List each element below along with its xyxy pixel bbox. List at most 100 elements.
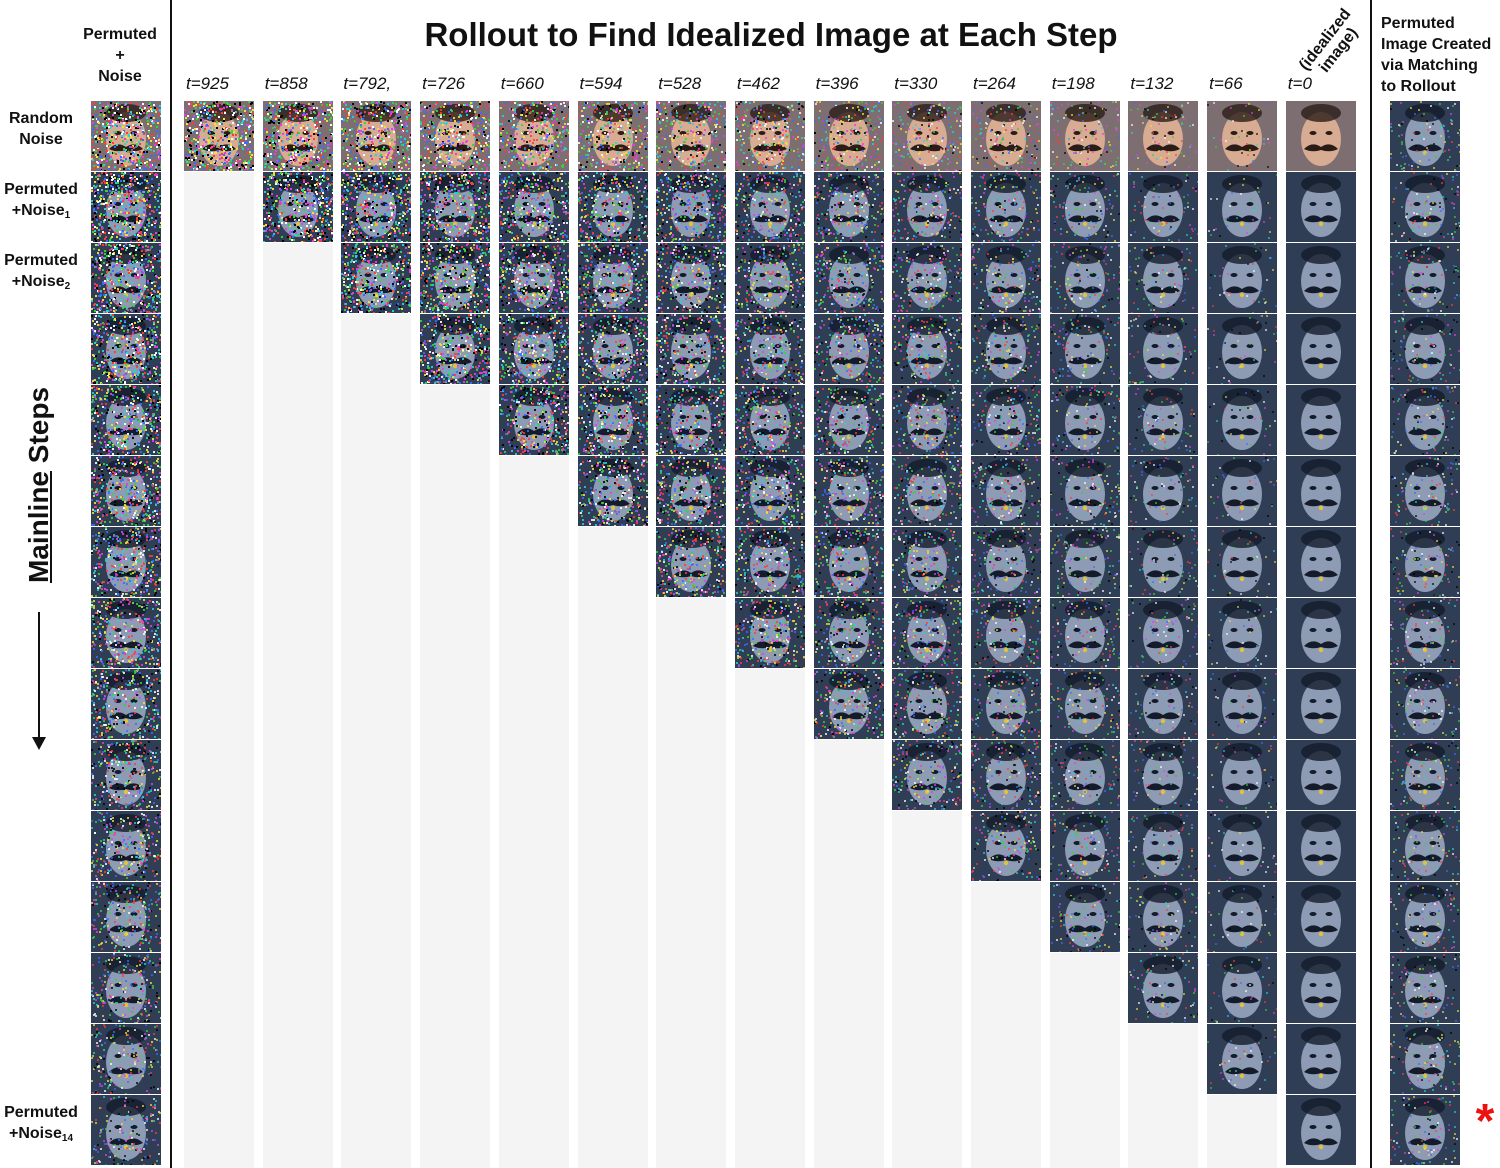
rollout-image bbox=[1128, 243, 1198, 313]
empty-column-area bbox=[814, 740, 884, 1168]
rollout-image bbox=[892, 243, 962, 313]
row-label-prefix: +Noise bbox=[12, 273, 65, 290]
rollout-image bbox=[1128, 527, 1198, 597]
permuted-noise-image bbox=[91, 385, 161, 455]
rollout-image bbox=[1207, 598, 1277, 668]
idealized-image-label: (idealized image) bbox=[1282, 4, 1372, 76]
rollout-image bbox=[1128, 953, 1198, 1023]
right-header-line: Image Created bbox=[1381, 34, 1500, 55]
rollout-image bbox=[1128, 385, 1198, 455]
timestep-label: t=594 bbox=[580, 74, 660, 94]
rollout-image bbox=[735, 101, 805, 171]
right-divider bbox=[1370, 0, 1372, 1168]
matched-permuted-image bbox=[1390, 811, 1460, 881]
rollout-image bbox=[1207, 101, 1277, 171]
rollout-image bbox=[1286, 101, 1356, 171]
row-label-line: Noise bbox=[0, 129, 82, 150]
permuted-noise-image bbox=[91, 527, 161, 597]
rollout-image bbox=[656, 385, 726, 455]
rollout-image bbox=[1286, 172, 1356, 242]
rollout-image bbox=[1050, 172, 1120, 242]
permuted-noise-image bbox=[91, 811, 161, 881]
row-label-line: Random bbox=[0, 108, 82, 129]
left-header-line: Permuted bbox=[74, 24, 166, 45]
row-label-permuted-noise-14: Permuted +Noise14 bbox=[0, 1102, 82, 1144]
rollout-image bbox=[1050, 456, 1120, 526]
timestep-label: t=792, bbox=[343, 74, 423, 94]
rollout-image bbox=[971, 669, 1041, 739]
row-label-permuted-noise-2: Permuted +Noise2 bbox=[0, 250, 82, 292]
permuted-noise-image bbox=[91, 1095, 161, 1165]
empty-column-area bbox=[341, 314, 411, 1168]
rollout-image bbox=[499, 101, 569, 171]
red-asterisk-marker: * bbox=[1468, 1098, 1500, 1146]
rollout-image bbox=[578, 172, 648, 242]
rollout-image bbox=[263, 172, 333, 242]
row-label-permuted-noise-1: Permuted +Noise1 bbox=[0, 179, 82, 221]
rollout-image bbox=[735, 598, 805, 668]
rollout-image bbox=[1050, 669, 1120, 739]
empty-column-area bbox=[1128, 1024, 1198, 1168]
rollout-image bbox=[814, 527, 884, 597]
rollout-image bbox=[1128, 314, 1198, 384]
rollout-image bbox=[1286, 811, 1356, 881]
empty-column-area bbox=[184, 172, 254, 1168]
rollout-image bbox=[578, 314, 648, 384]
rollout-image bbox=[656, 172, 726, 242]
rollout-image bbox=[892, 314, 962, 384]
rollout-image bbox=[1128, 456, 1198, 526]
rollout-image bbox=[735, 172, 805, 242]
rollout-image bbox=[499, 243, 569, 313]
rollout-image bbox=[341, 101, 411, 171]
row-label-prefix: +Noise bbox=[12, 202, 65, 219]
matched-permuted-image bbox=[1390, 172, 1460, 242]
matched-permuted-image bbox=[1390, 1024, 1460, 1094]
empty-column-area bbox=[735, 669, 805, 1168]
rollout-image bbox=[1050, 314, 1120, 384]
rollout-image bbox=[814, 669, 884, 739]
rollout-image bbox=[1207, 953, 1277, 1023]
rollout-image bbox=[420, 101, 490, 171]
rollout-image bbox=[1286, 456, 1356, 526]
rollout-image bbox=[1128, 172, 1198, 242]
matched-permuted-image bbox=[1390, 314, 1460, 384]
rollout-image bbox=[341, 172, 411, 242]
timestep-label: t=528 bbox=[658, 74, 738, 94]
matched-permuted-image bbox=[1390, 385, 1460, 455]
timestep-label: t=462 bbox=[737, 74, 817, 94]
rollout-image bbox=[1128, 598, 1198, 668]
mainline-word: Mainline bbox=[23, 471, 54, 583]
right-header-line: to Rollout bbox=[1381, 76, 1500, 97]
right-header-line: via Matching bbox=[1381, 55, 1500, 76]
rollout-image bbox=[814, 243, 884, 313]
rollout-image bbox=[341, 243, 411, 313]
timestep-label: t=264 bbox=[973, 74, 1053, 94]
rollout-image bbox=[1050, 527, 1120, 597]
rollout-image bbox=[420, 172, 490, 242]
steps-word: Steps bbox=[23, 387, 54, 471]
rollout-image bbox=[814, 172, 884, 242]
permuted-noise-image bbox=[91, 669, 161, 739]
rollout-image bbox=[971, 456, 1041, 526]
rollout-image bbox=[1207, 740, 1277, 810]
rollout-image bbox=[1207, 527, 1277, 597]
down-arrow-icon bbox=[32, 612, 46, 750]
rollout-image bbox=[1128, 740, 1198, 810]
rollout-image bbox=[814, 598, 884, 668]
rollout-image bbox=[971, 101, 1041, 171]
rollout-image bbox=[971, 598, 1041, 668]
rollout-image bbox=[656, 243, 726, 313]
rollout-image bbox=[735, 314, 805, 384]
rollout-image bbox=[1207, 882, 1277, 952]
rollout-image bbox=[1207, 456, 1277, 526]
rollout-image bbox=[1128, 669, 1198, 739]
mainline-steps-label: Mainline Steps bbox=[8, 360, 70, 610]
matched-permuted-image bbox=[1390, 527, 1460, 597]
left-column-header: Permuted + Noise bbox=[74, 24, 166, 87]
permuted-noise-image bbox=[91, 456, 161, 526]
empty-column-area bbox=[263, 243, 333, 1168]
timestep-label: t=132 bbox=[1130, 74, 1210, 94]
row-label-line: +Noise2 bbox=[0, 271, 82, 292]
rollout-image bbox=[892, 527, 962, 597]
rollout-image bbox=[1207, 669, 1277, 739]
